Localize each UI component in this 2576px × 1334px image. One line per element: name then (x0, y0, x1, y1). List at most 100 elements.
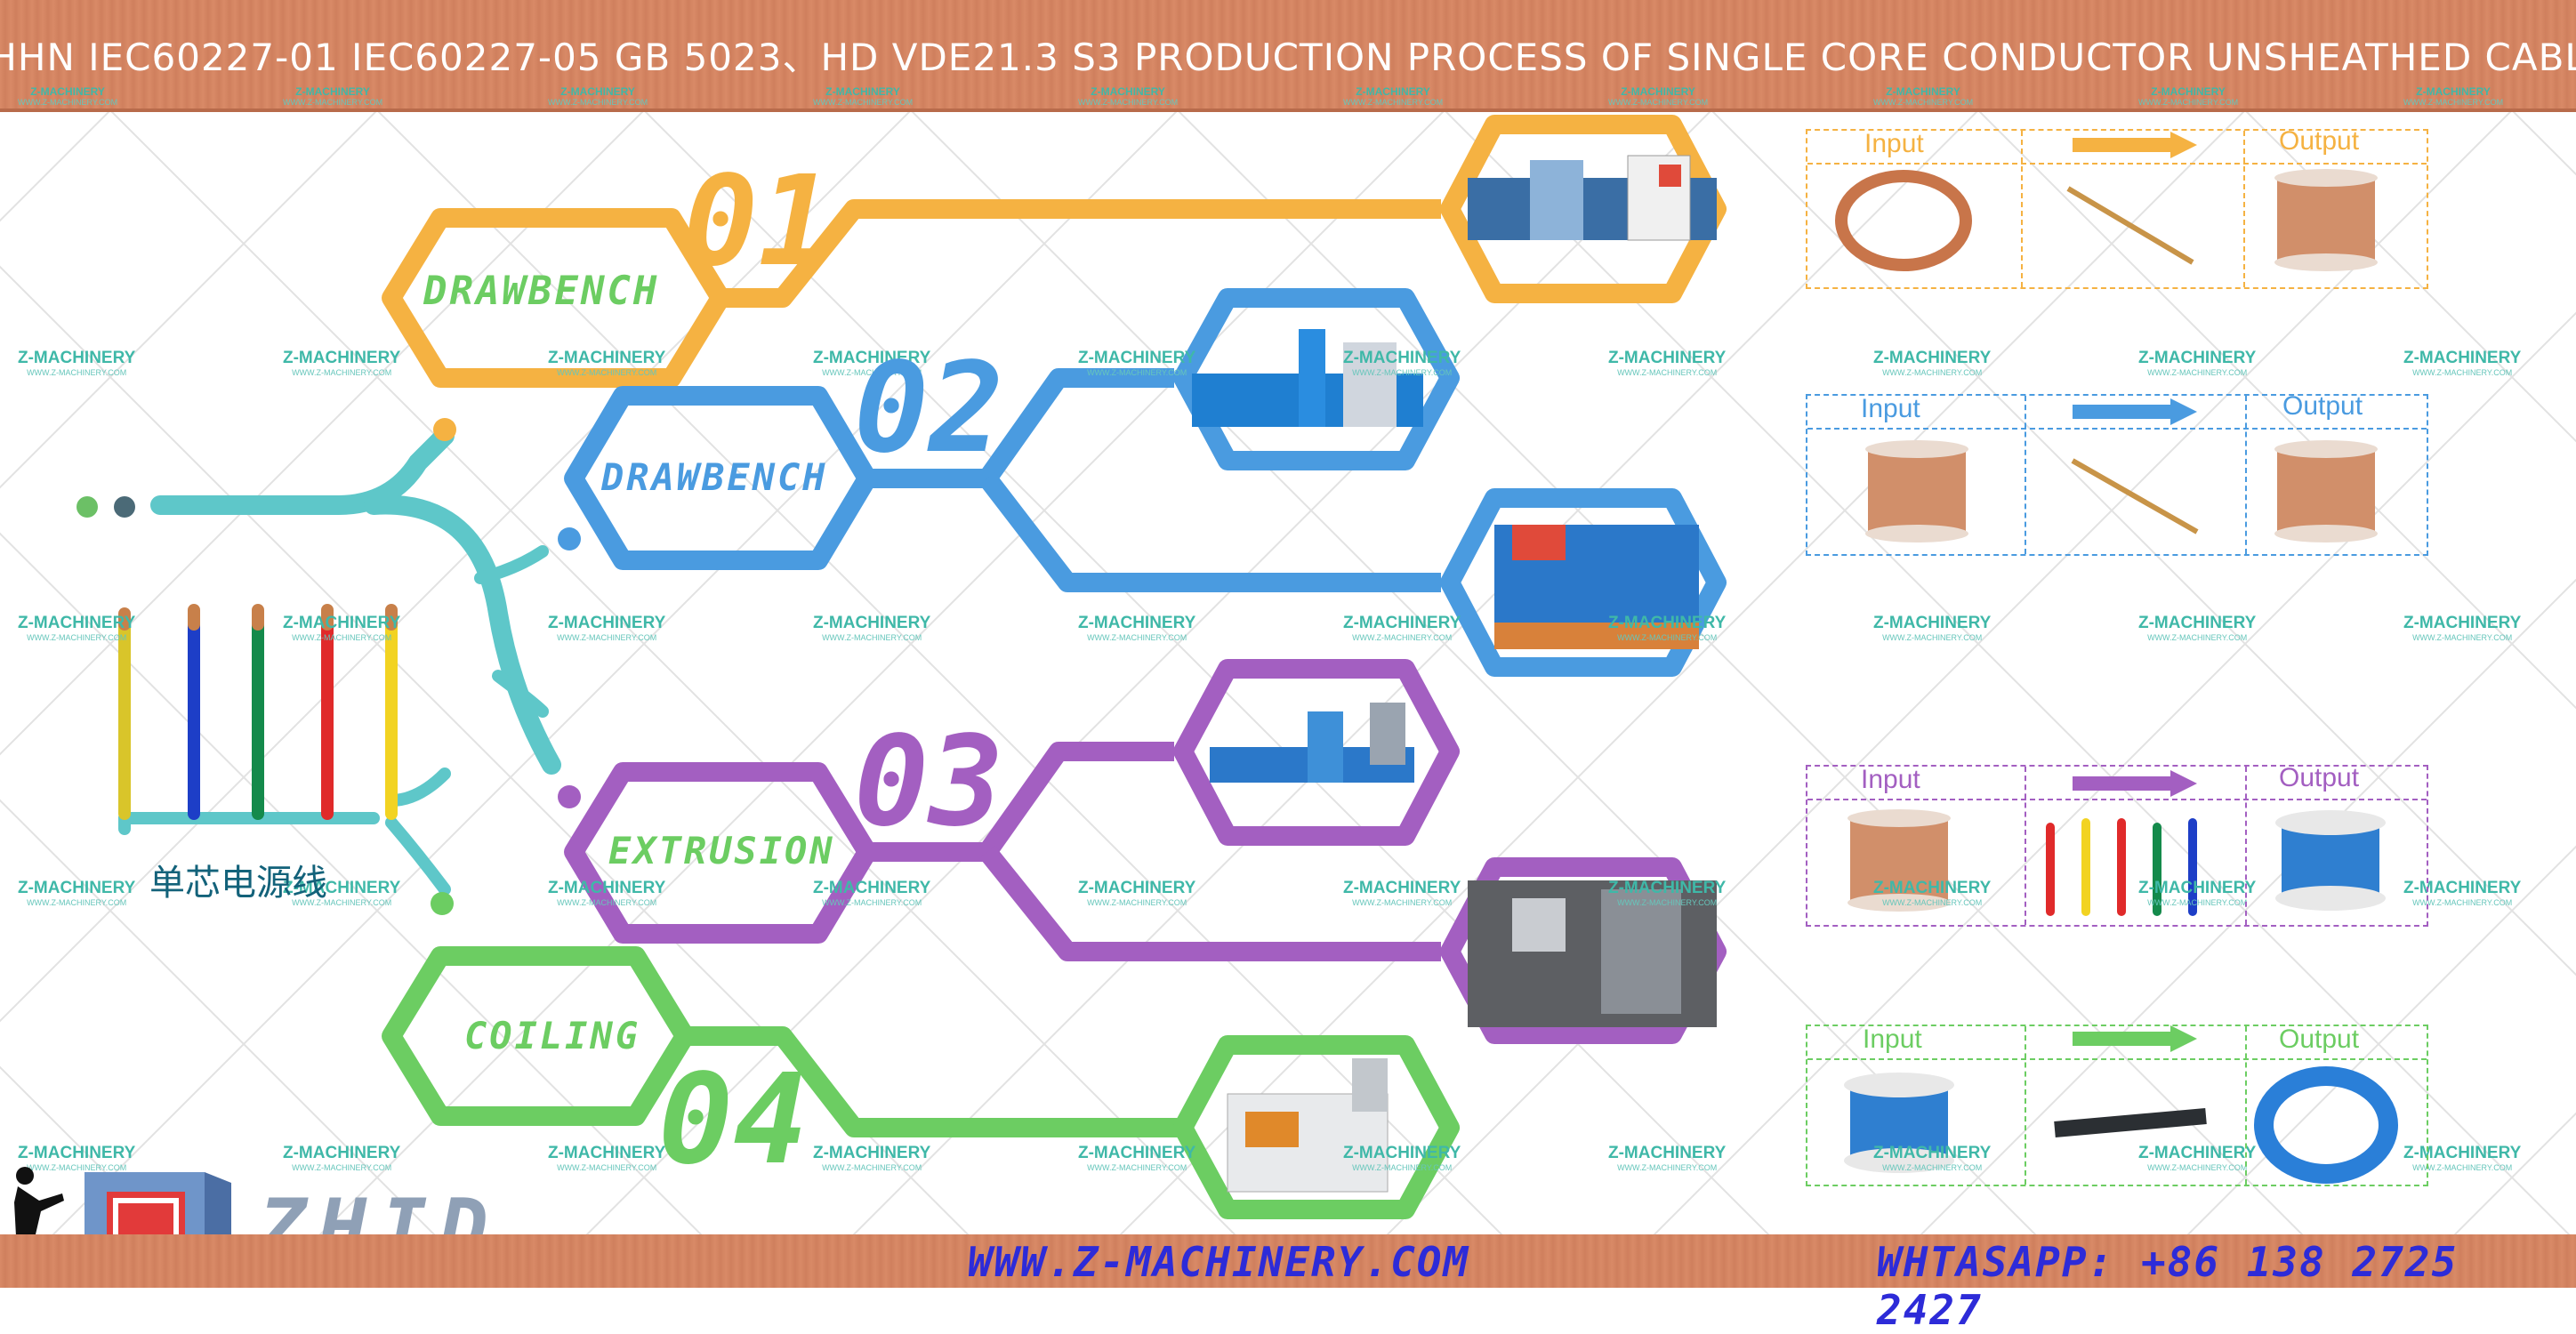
watermark-url: WWW.Z-MACHINERY.COM (1352, 368, 1453, 377)
stage-02-label: DRAWBENCH (601, 455, 828, 499)
process-diagram (76, 115, 2398, 1219)
stage-04-number: 04 (658, 1048, 809, 1193)
background-line (1333, 44, 2576, 1288)
watermark-brand: Z-MACHINERY (1343, 1144, 1461, 1162)
watermark-brand: Z-MACHINERY (1621, 85, 1695, 98)
stage-02-number: 02 (854, 336, 1004, 481)
watermark-url: WWW.Z-MACHINERY.COM (27, 1163, 127, 1172)
watermark-brand: Z-MACHINERY (1608, 349, 1727, 367)
tree-dot (558, 785, 581, 808)
watermark-url: WWW.Z-MACHINERY.COM (822, 368, 922, 377)
watermark-url: WWW.Z-MACHINERY.COM (292, 368, 392, 377)
stage-01-flow (382, 115, 1727, 388)
machine-image-02b (1494, 525, 1699, 649)
watermark-url: WWW.Z-MACHINERY.COM (1343, 98, 1444, 107)
background-line (1867, 578, 2576, 1288)
page-title: THHN IEC60227-01 IEC60227-05 GB 5023、HD … (0, 35, 2576, 79)
stage-02-input-label: Input (1861, 394, 1920, 423)
watermark-url: WWW.Z-MACHINERY.COM (27, 633, 127, 642)
stage-02-output-label: Output (2282, 391, 2363, 421)
watermark-brand: Z-MACHINERY (2151, 85, 2226, 98)
watermark-brand: Z-MACHINERY (2138, 879, 2257, 897)
watermark-url: WWW.Z-MACHINERY.COM (1617, 898, 1718, 907)
product-label: 单芯电源线 (149, 863, 327, 904)
watermark-url: WWW.Z-MACHINERY.COM (1882, 1163, 1983, 1172)
watermark-url: WWW.Z-MACHINERY.COM (813, 98, 914, 107)
watermark-brand: Z-MACHINERY (18, 1144, 136, 1162)
watermark-brand: Z-MACHINERY (1078, 614, 1196, 632)
stage-04-flow (382, 946, 1460, 1219)
watermark-url: WWW.Z-MACHINERY.COM (2147, 898, 2248, 907)
watermark-brand: Z-MACHINERY (283, 349, 401, 367)
watermark-url: WWW.Z-MACHINERY.COM (292, 633, 392, 642)
watermark-url: WWW.Z-MACHINERY.COM (1617, 633, 1718, 642)
watermark-url: WWW.Z-MACHINERY.COM (1087, 1163, 1187, 1172)
stage-01-number: 01 (683, 149, 833, 294)
watermark-brand: Z-MACHINERY (1886, 85, 1960, 98)
machine-image-02a (1192, 329, 1423, 427)
watermark-brand: Z-MACHINERY (283, 1144, 401, 1162)
watermark-url: WWW.Z-MACHINERY.COM (2147, 633, 2248, 642)
watermark-brand: Z-MACHINERY (1343, 879, 1461, 897)
watermark-brand: Z-MACHINERY (1343, 349, 1461, 367)
watermark-brand: Z-MACHINERY (1356, 85, 1430, 98)
stage-01-label: DRAWBENCH (423, 269, 660, 314)
watermark-url: WWW.Z-MACHINERY.COM (548, 98, 648, 107)
watermark-url: WWW.Z-MACHINERY.COM (18, 98, 118, 107)
watermark-url: WWW.Z-MACHINERY.COM (1087, 898, 1187, 907)
watermark-url: WWW.Z-MACHINERY.COM (557, 633, 657, 642)
watermark-brand: Z-MACHINERY (2403, 1144, 2522, 1162)
watermark-brand: Z-MACHINERY (548, 1144, 666, 1162)
watermark-brand: Z-MACHINERY (548, 349, 666, 367)
watermark-url: WWW.Z-MACHINERY.COM (1617, 1163, 1718, 1172)
background-line (0, 0, 1022, 1023)
stage-03-input-label: Input (1861, 765, 1920, 794)
watermark-brand: Z-MACHINERY (2403, 614, 2522, 632)
watermark-brand: Z-MACHINERY (2138, 349, 2257, 367)
watermark-brand: Z-MACHINERY (1608, 879, 1727, 897)
watermark-url: WWW.Z-MACHINERY.COM (1873, 98, 1974, 107)
io-box-stage-01 (1806, 129, 2428, 289)
watermark-brand: Z-MACHINERY (825, 85, 900, 98)
watermark-url: WWW.Z-MACHINERY.COM (557, 368, 657, 377)
tree-dot (558, 527, 581, 550)
stage-01-input-label: Input (1864, 129, 1924, 158)
footer-website-link[interactable]: WWW.Z-MACHINERY.COM (968, 1238, 1470, 1286)
background-line (0, 799, 488, 1288)
watermark-brand: Z-MACHINERY (2403, 879, 2522, 897)
io-box-stage-03 (1806, 765, 2428, 927)
watermark-url: WWW.Z-MACHINERY.COM (292, 1163, 392, 1172)
watermark-brand: Z-MACHINERY (18, 349, 136, 367)
watermark-url: WWW.Z-MACHINERY.COM (292, 898, 392, 907)
tree-dot (431, 892, 454, 915)
watermark-brand: Z-MACHINERY (2138, 614, 2257, 632)
watermark-brand: Z-MACHINERY (560, 85, 635, 98)
watermark-url: WWW.Z-MACHINERY.COM (2403, 98, 2504, 107)
watermark-url: WWW.Z-MACHINERY.COM (1352, 633, 1453, 642)
watermark-brand: Z-MACHINERY (1078, 1144, 1196, 1162)
watermark-brand: Z-MACHINERY (1873, 349, 1992, 367)
background-line (1067, 0, 2356, 1288)
background-line (800, 0, 2089, 1288)
watermark-url: WWW.Z-MACHINERY.COM (1087, 633, 1187, 642)
